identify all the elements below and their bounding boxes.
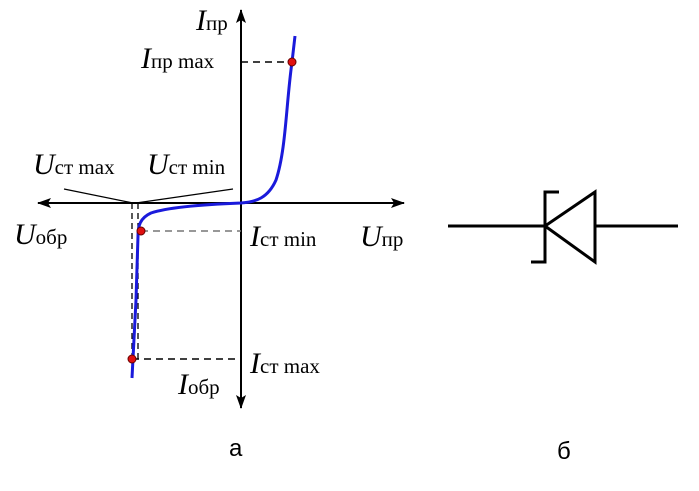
point-i-st-max [127, 354, 137, 364]
zener-diode-symbol [448, 189, 678, 265]
label-i-st-min: Iст min [250, 220, 317, 253]
label-i-forward-max: Iпр max [141, 42, 215, 75]
label-u-reverse: Uобр [14, 218, 68, 251]
leader-u-st-min [135, 188, 234, 204]
point-i-st-min [136, 226, 146, 236]
diode-zener-bar [531, 190, 559, 264]
iv-curve [130, 35, 297, 379]
leader-u-st-max [63, 188, 134, 204]
label-i-reverse: Iобр [178, 368, 220, 401]
point-i-forward-max [287, 57, 297, 67]
diode-triangle [542, 189, 597, 265]
label-i-forward: Iпр [196, 4, 228, 37]
label-i-st-max: Iст max [250, 347, 320, 380]
caption-a: а [229, 435, 243, 462]
label-u-forward: Uпр [360, 220, 404, 253]
label-u-st-min: Uст min [147, 148, 226, 181]
label-u-st-max: Uст max [33, 148, 115, 181]
caption-b: б [557, 438, 571, 465]
